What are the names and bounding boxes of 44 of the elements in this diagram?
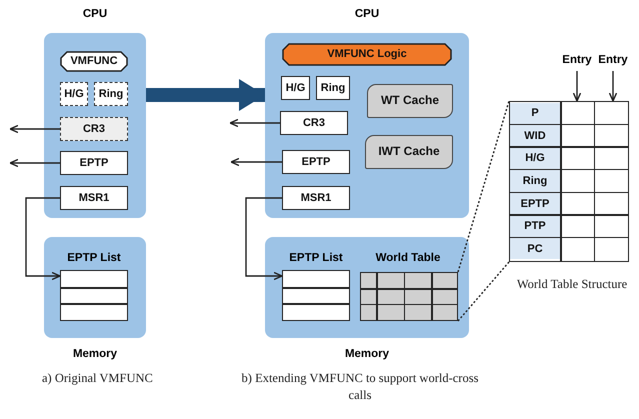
register-box: Ring — [94, 82, 128, 106]
register-box: CR3 — [280, 111, 348, 135]
logic-banner: VMFUNC Logic — [282, 43, 452, 66]
row-label: WID — [510, 125, 560, 146]
arrow — [9, 124, 60, 134]
panel-heading: CPU — [354, 8, 380, 22]
dotted-line — [457, 262, 510, 322]
arrow — [572, 71, 582, 102]
arrow — [245, 197, 283, 280]
instruction-banner: VMFUNC — [60, 51, 128, 72]
register-box: CR3 — [60, 117, 128, 141]
table-heading: EPTP List — [66, 252, 122, 266]
dotted-line — [457, 100, 510, 272]
row-label: PC — [510, 238, 560, 260]
row-label: PTP — [510, 216, 560, 237]
register-box: H/G — [281, 76, 310, 100]
register-box: H/G — [60, 82, 88, 106]
panel-heading: Memory — [344, 348, 390, 362]
entry-label: Entry — [595, 54, 631, 71]
row-label: H/G — [510, 148, 560, 169]
figure-caption: b) Extending VMFUNC to support world-cross calls — [240, 370, 480, 404]
register-box: EPTP — [60, 151, 128, 175]
row-label: EPTP — [510, 193, 560, 214]
arrow — [230, 158, 282, 166]
table-caption: World Table Structure — [516, 276, 628, 292]
arrow — [608, 71, 618, 102]
panel-heading: Memory — [72, 348, 118, 362]
register-box: Ring — [316, 76, 350, 100]
table-heading: World Table — [374, 252, 442, 266]
block-arrow — [146, 79, 265, 111]
table-heading: EPTP List — [288, 252, 344, 266]
panel-heading: CPU — [82, 8, 108, 22]
figure-caption: a) Original VMFUNC — [42, 370, 153, 387]
arrow — [9, 158, 60, 168]
arrow — [229, 118, 280, 128]
register-box: MSR1 — [60, 186, 128, 210]
entry-label: Entry — [559, 54, 595, 71]
row-label: P — [510, 102, 560, 124]
row-label: Ring — [510, 170, 560, 192]
cache-block: WT Cache — [367, 84, 453, 118]
arrow — [25, 197, 61, 280]
cache-block: IWT Cache — [365, 135, 453, 169]
register-box: EPTP — [282, 150, 350, 174]
register-box: MSR1 — [282, 186, 350, 210]
